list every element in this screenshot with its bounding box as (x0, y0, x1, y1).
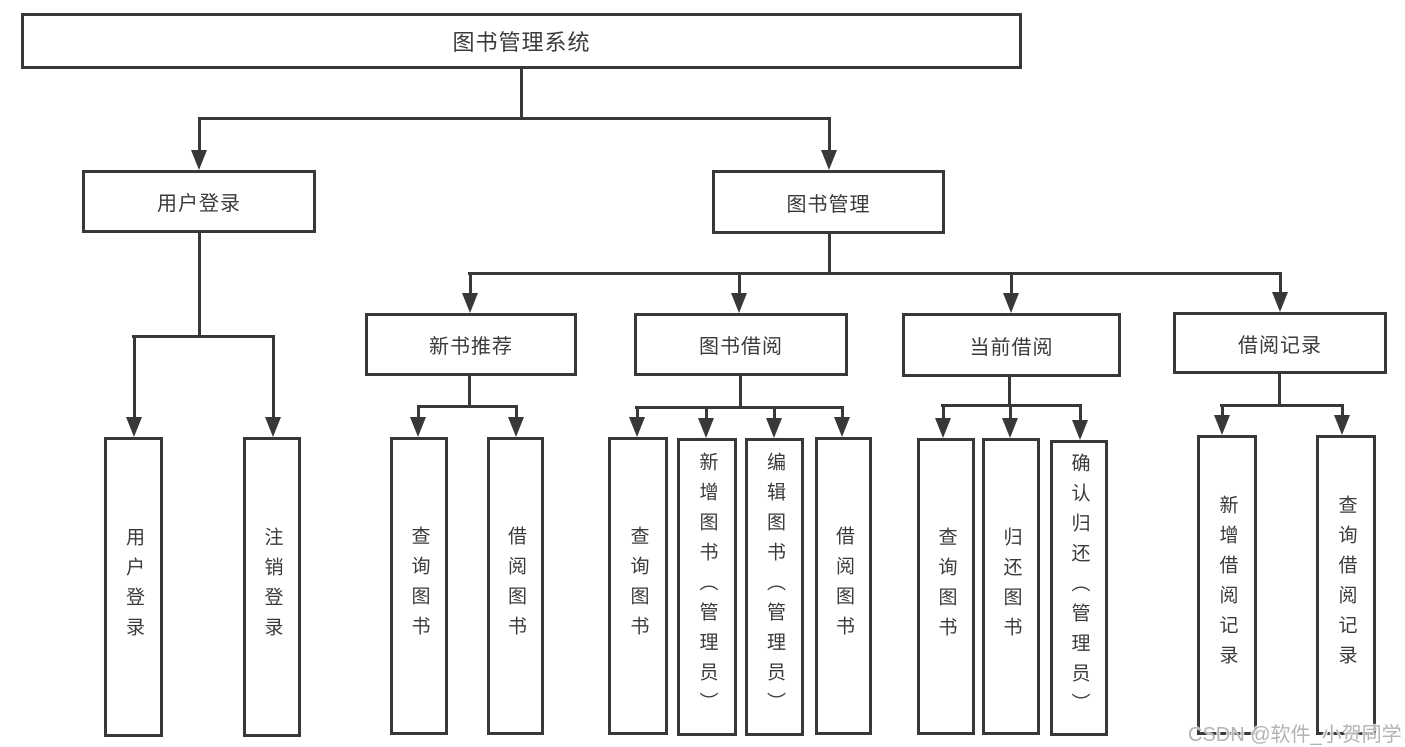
arrow-down-icon (265, 335, 282, 437)
connector-borrow-record-rail (1220, 404, 1344, 407)
connector-book-borrow-stem (739, 376, 742, 409)
arrow-down-icon (126, 335, 143, 437)
node-user-login: 用户登录 (82, 170, 316, 233)
leaf-query-books-2: 查询图书 (608, 437, 668, 735)
arrow-down-icon (410, 405, 427, 437)
node-borrowing-records: 借阅记录 (1173, 312, 1387, 374)
node-book-borrowing: 图书借阅 (634, 313, 848, 376)
leaf-add-borrow-record: 新增借阅记录 (1197, 435, 1257, 735)
arrow-down-icon (1214, 404, 1231, 435)
connector-book-mgmt-stem (828, 234, 831, 275)
connector-new-book-stem (468, 376, 471, 408)
leaf-borrow-books-2: 借阅图书 (815, 437, 872, 735)
arrow-down-icon (731, 272, 748, 313)
leaf-confirm-return-admin: 确认归还（管理员） (1050, 440, 1108, 736)
connector-new-book-rail (417, 405, 518, 408)
arrow-down-icon (1003, 272, 1020, 313)
arrow-down-icon (508, 405, 525, 437)
arrow-down-icon (1334, 404, 1351, 435)
connector-current-borrow-stem (1008, 377, 1011, 407)
connector-borrow-record-stem (1278, 374, 1281, 407)
node-current-borrowing: 当前借阅 (902, 313, 1121, 377)
arrow-down-icon (766, 406, 783, 438)
arrow-down-icon (191, 117, 208, 170)
leaf-user-login: 用户登录 (104, 437, 163, 737)
leaf-query-borrow-record: 查询借阅记录 (1316, 435, 1376, 735)
node-library-management-system: 图书管理系统 (21, 13, 1022, 69)
leaf-query-books-3: 查询图书 (917, 438, 975, 735)
leaf-query-books-1: 查询图书 (390, 437, 448, 735)
leaf-add-books-admin: 新增图书（管理员） (677, 438, 737, 736)
arrow-down-icon (834, 406, 851, 437)
arrow-down-icon (935, 404, 952, 438)
connector-book-borrow-rail (635, 406, 844, 409)
connector-user-login-stem (198, 233, 201, 337)
leaf-logout: 注销登录 (243, 437, 301, 737)
connector-root-stem (520, 69, 523, 120)
node-book-management: 图书管理 (712, 170, 945, 234)
arrow-down-icon (1272, 272, 1289, 312)
arrow-down-icon (698, 406, 715, 438)
connector-user-login-rail (132, 335, 275, 338)
arrow-down-icon (1072, 404, 1089, 440)
arrow-down-icon (821, 117, 838, 170)
arrow-down-icon (1002, 404, 1019, 438)
connector-root-rail (198, 117, 831, 120)
leaf-edit-books-admin: 编辑图书（管理员） (745, 438, 804, 736)
leaf-return-books: 归还图书 (982, 438, 1040, 735)
connector-book-mgmt-rail (468, 272, 1282, 275)
leaf-borrow-books-1: 借阅图书 (487, 437, 544, 735)
node-new-book-recommendation: 新书推荐 (365, 313, 577, 376)
csdn-watermark: CSDN @软件_小贺同学 (1188, 724, 1402, 746)
arrow-down-icon (629, 406, 646, 437)
arrow-down-icon (462, 272, 479, 313)
